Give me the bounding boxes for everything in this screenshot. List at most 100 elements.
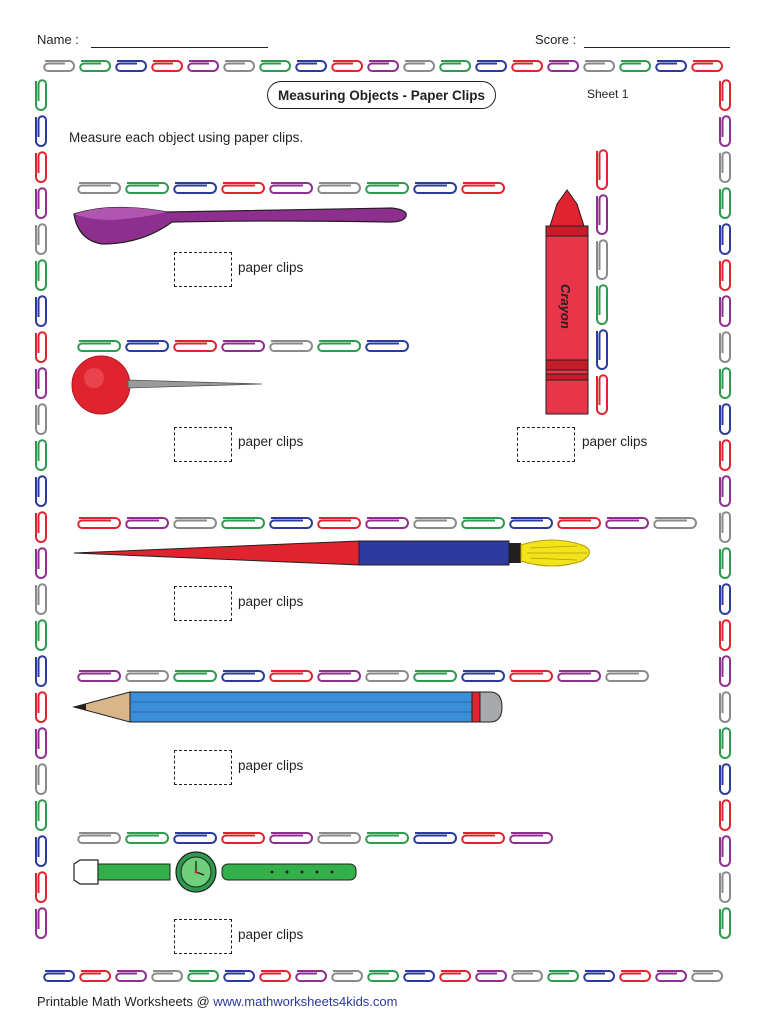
border-clip <box>619 60 651 72</box>
border-clip <box>655 970 687 982</box>
paper-clip <box>605 517 649 529</box>
paper-clip <box>125 340 169 352</box>
border-clip <box>35 691 47 723</box>
border-clip <box>511 60 543 72</box>
border-clip <box>35 799 47 831</box>
border-clip <box>367 60 399 72</box>
border-clip <box>719 367 731 399</box>
border-clip <box>35 583 47 615</box>
paper-clip <box>509 832 553 844</box>
answer-unit-label: paper clips <box>238 927 304 942</box>
paper-clip <box>77 340 121 352</box>
paper-clip <box>269 832 313 844</box>
border-clip <box>719 691 731 723</box>
border-clip <box>151 970 183 982</box>
paper-clip <box>77 832 121 844</box>
paper-clip <box>461 517 505 529</box>
paper-clip <box>413 832 457 844</box>
footer-link[interactable]: www.mathworksheets4kids.com <box>213 994 398 1009</box>
answer-box-spoon[interactable] <box>174 252 232 287</box>
border-clip <box>547 60 579 72</box>
border-clip <box>719 511 731 543</box>
border-clip <box>35 763 47 795</box>
name-label: Name : <box>37 32 79 47</box>
border-clip <box>115 970 147 982</box>
border-clip <box>35 511 47 543</box>
border-clip <box>35 655 47 687</box>
border-clip <box>719 115 731 147</box>
border-clip <box>719 763 731 795</box>
paper-clip <box>317 182 361 194</box>
instructions: Measure each object using paper clips. <box>69 130 304 145</box>
border-clip <box>79 970 111 982</box>
answer-unit-label: paper clips <box>238 594 304 609</box>
name-field[interactable] <box>91 47 268 48</box>
border-clip <box>719 907 731 939</box>
border-clip <box>511 970 543 982</box>
paper-clip <box>596 374 608 415</box>
border-clip <box>35 151 47 183</box>
border-clip <box>259 970 291 982</box>
border-clip <box>439 60 471 72</box>
score-field[interactable] <box>584 47 730 48</box>
border-clip <box>719 835 731 867</box>
worksheet-title: Measuring Objects - Paper Clips <box>267 81 496 109</box>
paper-clip <box>413 182 457 194</box>
border-clip <box>691 60 723 72</box>
paper-clip <box>269 670 313 682</box>
border-clip <box>583 60 615 72</box>
paper-clip <box>509 670 553 682</box>
border-clip <box>719 619 731 651</box>
paper-clip <box>605 670 649 682</box>
border-clip <box>187 970 219 982</box>
paper-clip <box>173 670 217 682</box>
sheet-number: Sheet 1 <box>587 87 629 101</box>
paper-clip <box>125 182 169 194</box>
paper-clip <box>77 670 121 682</box>
border-clip <box>719 295 731 327</box>
border-clip <box>223 60 255 72</box>
paper-clip <box>596 194 608 235</box>
paper-clip <box>125 517 169 529</box>
border-clip <box>223 970 255 982</box>
border-clip <box>719 439 731 471</box>
push-pin-object <box>71 355 263 415</box>
paper-clip <box>596 149 608 190</box>
answer-box-crayon[interactable] <box>517 427 575 462</box>
answer-box-pencil[interactable] <box>174 750 232 785</box>
border-clip <box>719 151 731 183</box>
answer-box-wristwatch[interactable] <box>174 919 232 954</box>
paper-clip <box>173 340 217 352</box>
answer-box-push-pin[interactable] <box>174 427 232 462</box>
border-clip <box>583 970 615 982</box>
answer-box-paintbrush[interactable] <box>174 586 232 621</box>
border-clip <box>35 475 47 507</box>
border-clip <box>259 60 291 72</box>
border-clip <box>719 475 731 507</box>
score-label: Score : <box>535 32 577 47</box>
border-clip <box>719 655 731 687</box>
border-clip <box>719 259 731 291</box>
paper-clip <box>221 670 265 682</box>
border-clip <box>547 970 579 982</box>
border-clip <box>43 970 75 982</box>
paper-clip <box>509 517 553 529</box>
border-clip <box>35 115 47 147</box>
border-clip <box>35 727 47 759</box>
paper-clip <box>317 340 361 352</box>
border-clip <box>719 79 731 111</box>
border-clip <box>79 60 111 72</box>
border-clip <box>187 60 219 72</box>
paper-clip <box>221 832 265 844</box>
paper-clip <box>365 517 409 529</box>
paper-clip <box>557 517 601 529</box>
spoon-object <box>73 206 407 245</box>
paper-clip <box>173 517 217 529</box>
paper-clip <box>77 182 121 194</box>
paper-clip <box>269 340 313 352</box>
footer: Printable Math Worksheets @ www.mathwork… <box>37 994 397 1009</box>
paper-clip <box>173 182 217 194</box>
border-clip <box>475 970 507 982</box>
paper-clip <box>365 670 409 682</box>
